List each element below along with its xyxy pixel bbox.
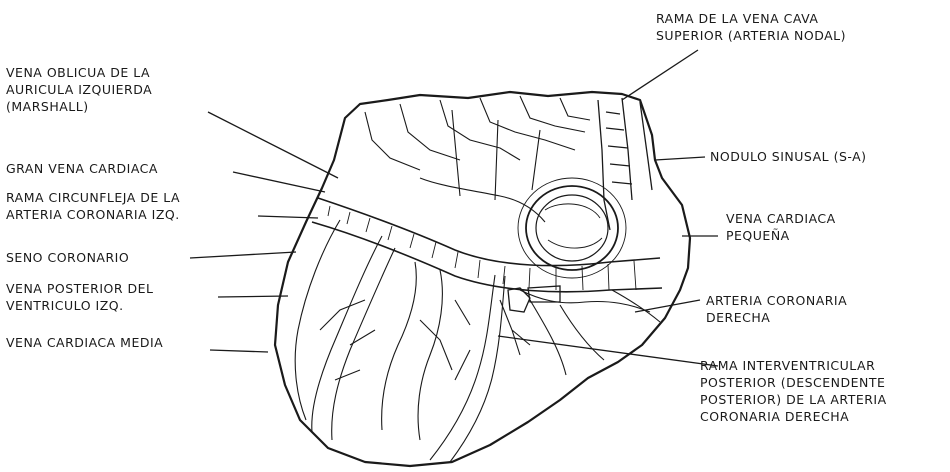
label-middle-cardiac-vein: VENA CARDIACA MEDIA	[6, 334, 163, 351]
label-circumflex-branch: RAMA CIRCUNFLEJA DE LA ARTERIA CORONARIA…	[6, 189, 180, 223]
label-posterior-vein: VENA POSTERIOR DEL VENTRICULO IZQ.	[6, 280, 154, 314]
label-small-cardiac-vein: VENA CARDIACA PEQUEÑA	[726, 210, 836, 244]
label-line: VENA CARDIACA	[726, 210, 836, 227]
leader-posterior-interventricular	[498, 336, 718, 366]
leader-right-coronary	[635, 300, 700, 312]
label-line: RAMA DE LA VENA CAVA	[656, 10, 846, 27]
label-line: SENO CORONARIO	[6, 249, 129, 266]
label-line: RAMA CIRCUNFLEJA DE LA	[6, 189, 180, 206]
vena-cava	[598, 98, 652, 230]
label-vena-cava-branch: RAMA DE LA VENA CAVA SUPERIOR (ARTERIA N…	[656, 10, 846, 44]
label-line: DERECHA	[706, 309, 847, 326]
label-line: SUPERIOR (ARTERIA NODAL)	[656, 27, 846, 44]
label-posterior-interventricular: RAMA INTERVENTRICULAR POSTERIOR (DESCEND…	[700, 357, 887, 425]
label-line: NODULO SINUSAL (S-A)	[710, 148, 867, 165]
label-line: GRAN VENA CARDIACA	[6, 160, 158, 177]
label-line: (MARSHALL)	[6, 98, 152, 115]
label-line: AURICULA IZQUIERDA	[6, 81, 152, 98]
label-oblique-vein: VENA OBLICUA DE LA AURICULA IZQUIERDA (M…	[6, 64, 152, 115]
label-line: POSTERIOR (DESCENDENTE	[700, 374, 887, 391]
label-great-cardiac-vein: GRAN VENA CARDIACA	[6, 160, 158, 177]
leader-vena-cava	[622, 50, 698, 100]
leader-middle-cardiac-vein	[210, 350, 268, 352]
leader-great-cardiac-vein	[233, 172, 325, 192]
label-line: CORONARIA DERECHA	[700, 408, 887, 425]
label-line: VENTRICULO IZQ.	[6, 297, 154, 314]
label-coronary-sinus: SENO CORONARIO	[6, 249, 129, 266]
label-line: PEQUEÑA	[726, 227, 836, 244]
label-line: VENA OBLICUA DE LA	[6, 64, 152, 81]
label-right-coronary: ARTERIA CORONARIA DERECHA	[706, 292, 847, 326]
label-line: RAMA INTERVENTRICULAR	[700, 357, 887, 374]
label-sinus-node: NODULO SINUSAL (S-A)	[710, 148, 867, 165]
label-line: VENA POSTERIOR DEL	[6, 280, 154, 297]
label-line: ARTERIA CORONARIA	[706, 292, 847, 309]
label-line: ARTERIA CORONARIA IZQ.	[6, 206, 180, 223]
label-line: POSTERIOR) DE LA ARTERIA	[700, 391, 887, 408]
label-line: VENA CARDIACA MEDIA	[6, 334, 163, 351]
leader-oblique-vein	[208, 112, 338, 178]
leader-coronary-sinus	[190, 252, 296, 258]
leader-posterior-vein	[218, 296, 288, 297]
atrium-texture	[365, 96, 590, 222]
leader-sinus-node	[655, 157, 705, 160]
coronary-sinus-band	[312, 198, 662, 292]
